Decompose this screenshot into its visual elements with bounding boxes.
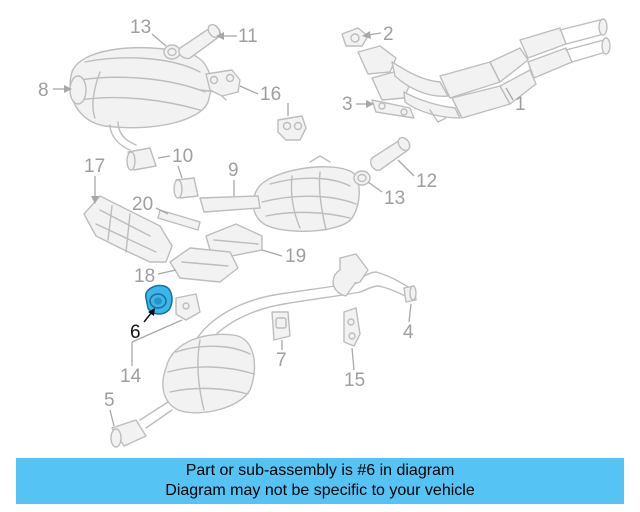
callout-16: 16 xyxy=(260,84,281,105)
callout-19: 19 xyxy=(285,246,306,267)
callout-13-lower: 13 xyxy=(384,188,405,209)
front-muffler xyxy=(139,333,256,429)
exhaust-system-diagram: 13 11 8 2 16 3 1 10 9 12 13 17 20 19 18 … xyxy=(38,17,611,448)
callout-2: 2 xyxy=(383,24,394,45)
callout-leaders xyxy=(53,31,514,427)
callout-7: 7 xyxy=(276,350,287,371)
callout-9: 9 xyxy=(228,160,239,181)
callout-6: 6 xyxy=(130,322,141,343)
callout-15: 15 xyxy=(344,370,365,391)
part-2-gasket xyxy=(341,27,369,47)
callout-3: 3 xyxy=(342,94,353,115)
part-3-bracket xyxy=(371,99,415,119)
callout-1: 1 xyxy=(515,94,526,115)
part-10-connector-pipe xyxy=(126,147,199,199)
callout-14: 14 xyxy=(120,366,142,387)
callout-17: 17 xyxy=(84,156,105,177)
part-4-intermediate-pipe xyxy=(195,253,417,347)
callout-18: 18 xyxy=(134,266,155,287)
part-5-flange xyxy=(110,419,147,448)
banner-part-note: Part or sub-assembly is #6 in diagram xyxy=(185,462,455,479)
callout-11: 11 xyxy=(238,26,258,47)
part-16-hanger-bracket xyxy=(205,69,307,141)
callout-13-top: 13 xyxy=(130,17,151,38)
callout-10: 10 xyxy=(172,146,193,167)
banner-disclaimer: Diagram may not be specific to your vehi… xyxy=(165,482,475,499)
part-17-heat-shield xyxy=(83,195,173,263)
part-8-rear-muffler xyxy=(69,47,227,151)
part-11-tailpipe-tip xyxy=(178,23,222,60)
callout-4: 4 xyxy=(403,322,414,343)
callout-numbers: 13 11 8 2 16 3 1 10 9 12 13 17 20 19 18 … xyxy=(38,17,526,411)
part-6-rubber-mount-highlighted xyxy=(145,284,173,315)
part-18-heat-shield xyxy=(169,247,239,283)
part-12-pipe-and-part-13-clamp xyxy=(353,136,411,186)
callout-5: 5 xyxy=(104,390,115,411)
part-9-center-muffler xyxy=(199,155,360,232)
callout-20: 20 xyxy=(132,194,153,215)
part-14-bracket xyxy=(175,293,201,321)
part-20-strap xyxy=(157,209,201,231)
info-banner: Part or sub-assembly is #6 in diagram Di… xyxy=(16,458,624,504)
callout-8: 8 xyxy=(38,80,49,101)
part-1-front-pipes-catalytic-converter xyxy=(357,18,611,123)
part-7-hanger xyxy=(271,311,291,341)
callout-12: 12 xyxy=(416,171,437,192)
part-13-clamp-top xyxy=(163,44,181,60)
part-15-bracket xyxy=(343,307,361,347)
